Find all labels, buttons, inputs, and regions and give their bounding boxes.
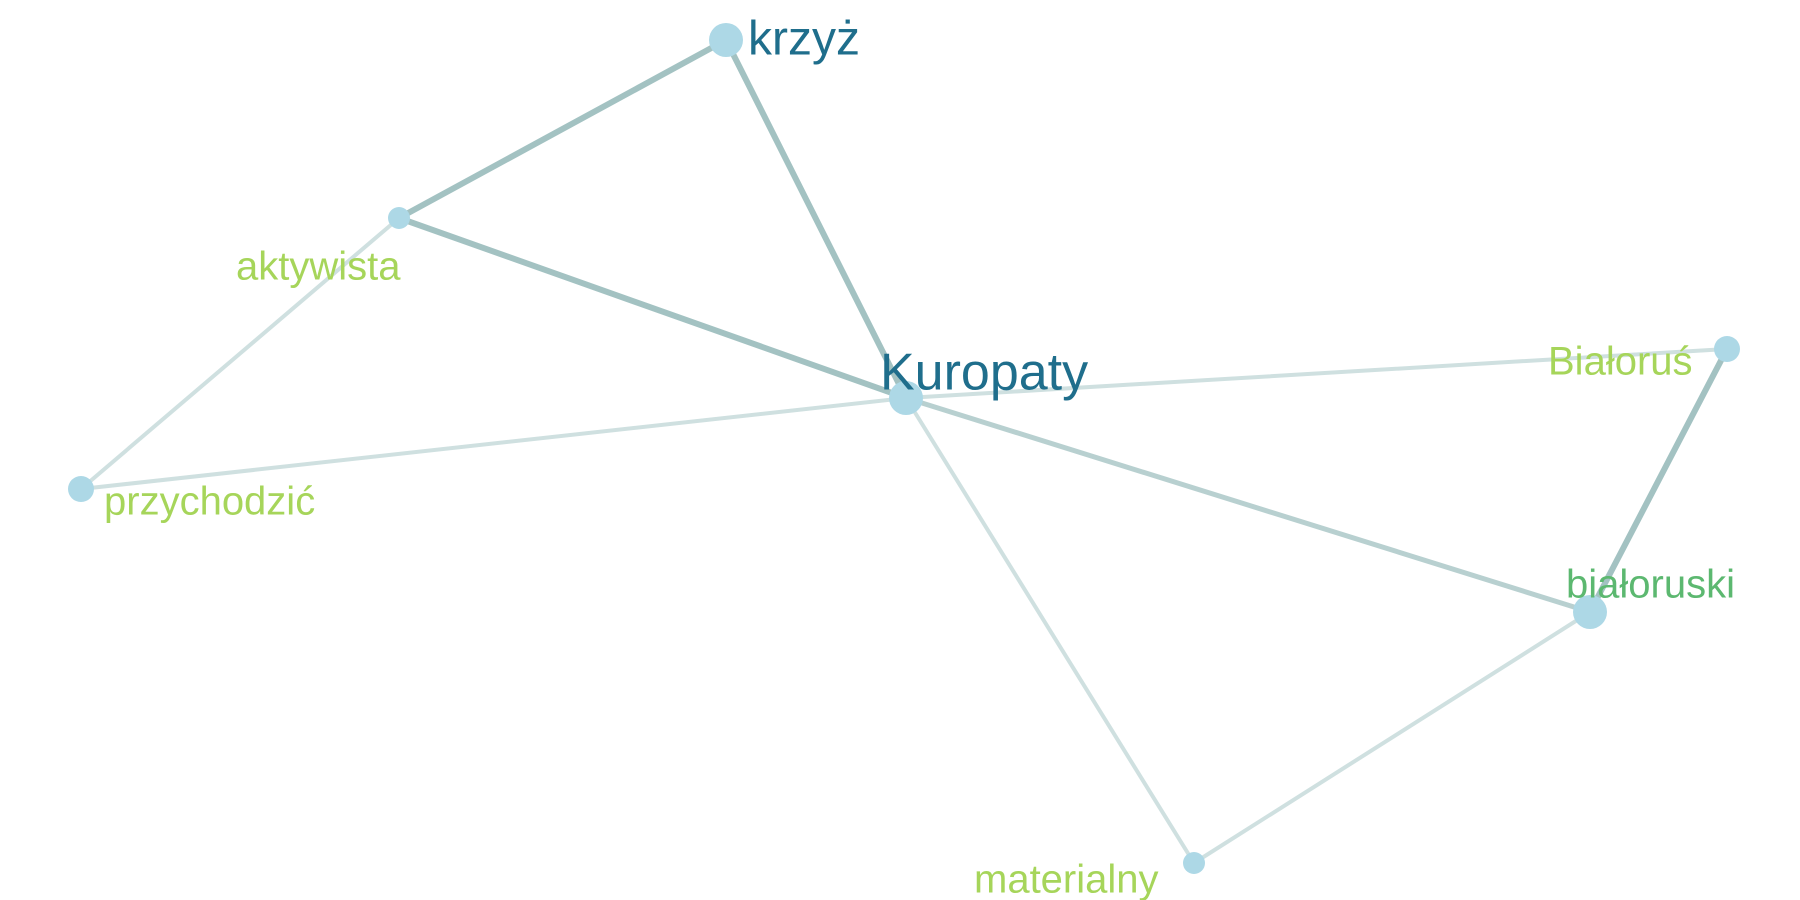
edge-przychodzic-kuropaty: [79, 396, 908, 491]
node-bialoruski: [1573, 595, 1607, 629]
edge-kuropaty-bialorus: [904, 347, 1729, 400]
edge-krzyz-aktywista: [396, 37, 729, 221]
node-label-przychodzic: przychodzić: [104, 480, 315, 524]
node-przychodzic: [68, 476, 94, 502]
edge-materialny-bialoruski: [1192, 610, 1592, 865]
nodes-layer: [68, 23, 1740, 874]
edge-krzyz-kuropaty: [723, 37, 909, 401]
node-label-aktywista: aktywista: [236, 245, 401, 289]
node-label-krzyz: krzyż: [748, 13, 860, 66]
node-materialny: [1183, 852, 1205, 874]
node-label-bialorus: Białoruś: [1548, 340, 1693, 384]
node-krzyz: [709, 23, 743, 57]
node-label-kuropaty: Kuropaty: [880, 344, 1088, 402]
edges-layer: [79, 37, 1730, 865]
node-bialorus: [1714, 336, 1740, 362]
edge-aktywista-kuropaty: [396, 215, 909, 401]
node-label-bialoruski: białoruski: [1566, 563, 1735, 607]
node-aktywista: [388, 207, 410, 229]
edge-kuropaty-bialoruski: [903, 395, 1593, 615]
edge-aktywista-przychodzic: [79, 216, 401, 491]
node-kuropaty: [889, 381, 923, 415]
edge-kuropaty-materialny: [904, 396, 1196, 865]
edge-bialorus-bialoruski: [1587, 346, 1730, 615]
node-label-materialny: materialny: [974, 858, 1159, 900]
